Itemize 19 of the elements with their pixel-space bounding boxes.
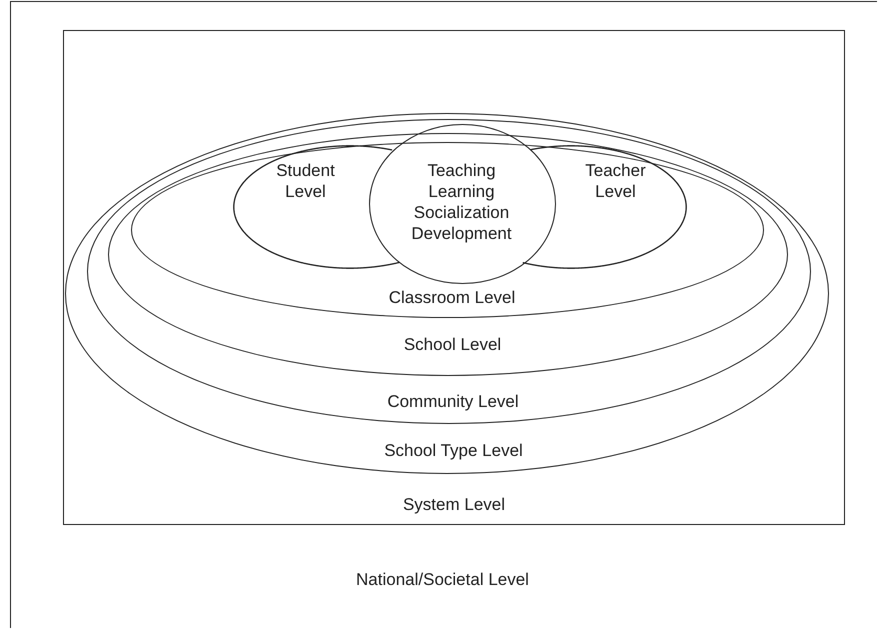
outer-frame [10,1,877,628]
center-circle [369,124,556,284]
level-label: System Level [402,494,506,514]
level-ellipse [86,118,810,424]
process-label: Development [411,222,512,244]
process-label: Socialization [414,202,510,222]
level-label: Classroom Level [388,286,516,308]
level-label: School Level [402,334,502,355]
level-ellipse [130,142,764,318]
level-rectangle [62,30,844,524]
level-label: Teacher Level [584,160,647,202]
level-label: National/Societal Level [355,569,530,590]
level-ellipse [108,133,788,376]
level-label: Student Level [275,160,336,202]
level-ellipse [65,113,829,474]
level-label: School Type Level [383,440,524,461]
level-label: Community Level [386,390,520,412]
process-label: Learning [428,180,495,202]
process-label: Teaching [427,160,496,180]
